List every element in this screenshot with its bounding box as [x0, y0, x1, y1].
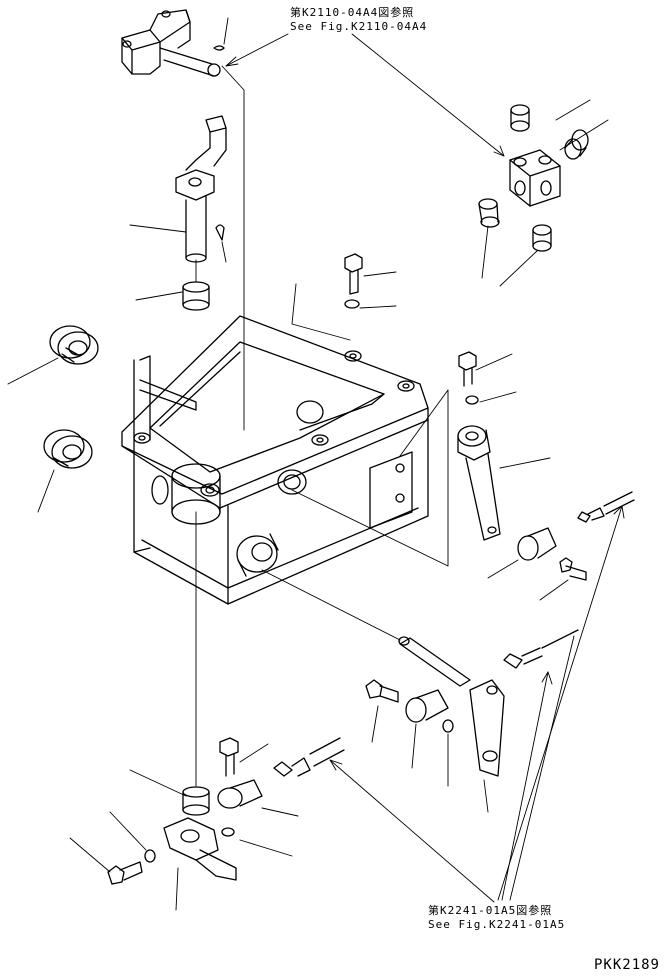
lever-bracket-top: [121, 9, 221, 77]
control-cable-lower: [503, 629, 579, 669]
reference-note-bottom-en: See Fig.K2241-01A5: [428, 918, 566, 931]
reference-note-bottom-jp: 第K2241-01A5図参照: [428, 904, 553, 917]
rubber-ring-lower: [43, 429, 93, 469]
ball-joint-bottom: [217, 779, 263, 809]
split-pin: [215, 224, 225, 241]
washer-upper-right: [344, 299, 360, 309]
washer-lower-right: [442, 719, 454, 733]
cross-bushing-3: [478, 198, 500, 228]
ball-joint-lower: [405, 689, 449, 723]
reference-note-top-en: See Fig.K2110-04A4: [290, 20, 428, 33]
bolt-upper-right: [344, 253, 363, 295]
cross-bushing-4: [532, 224, 552, 252]
cross-block: [509, 149, 561, 207]
bolt-right: [458, 351, 477, 387]
reference-arrows: [225, 33, 625, 903]
shift-lever: [175, 115, 227, 263]
lever-right-lower: [469, 679, 505, 777]
bolt-bottom-left: [219, 737, 239, 777]
cable-end-bottom: [273, 737, 345, 777]
assembly-lines: [195, 65, 449, 787]
pin-clip-top: [213, 45, 225, 51]
sheet-code: PKK2189: [593, 957, 660, 973]
cross-bushing-2: [564, 129, 589, 160]
cross-bushing-1: [510, 104, 530, 132]
rubber-ring-upper: [49, 325, 99, 365]
lever-bottom: [163, 817, 237, 881]
washer-right: [465, 395, 479, 405]
ball-joint-right: [517, 527, 557, 561]
control-cable-upper: [577, 491, 635, 523]
housing-box: [121, 315, 429, 605]
bushing-lower: [182, 786, 210, 816]
washer-bottom-left: [144, 849, 156, 863]
reference-note-bottom: 第K2241-01A5図参照 See Fig.K2241-01A5: [428, 904, 565, 932]
bolt-right-lower: [559, 557, 587, 581]
lever-right-upper: [457, 425, 501, 541]
connecting-rod: [398, 636, 471, 687]
leader-lines: [7, 17, 569, 911]
bolt-lower-right: [365, 679, 399, 703]
washer-bottom: [221, 827, 235, 837]
reference-note-top-jp: 第K2110-04A4図参照: [290, 6, 415, 19]
bolt-bottom-far-left: [107, 861, 143, 885]
bushing-upper: [182, 281, 210, 311]
reference-note-top: 第K2110-04A4図参照 See Fig.K2110-04A4: [290, 6, 427, 34]
